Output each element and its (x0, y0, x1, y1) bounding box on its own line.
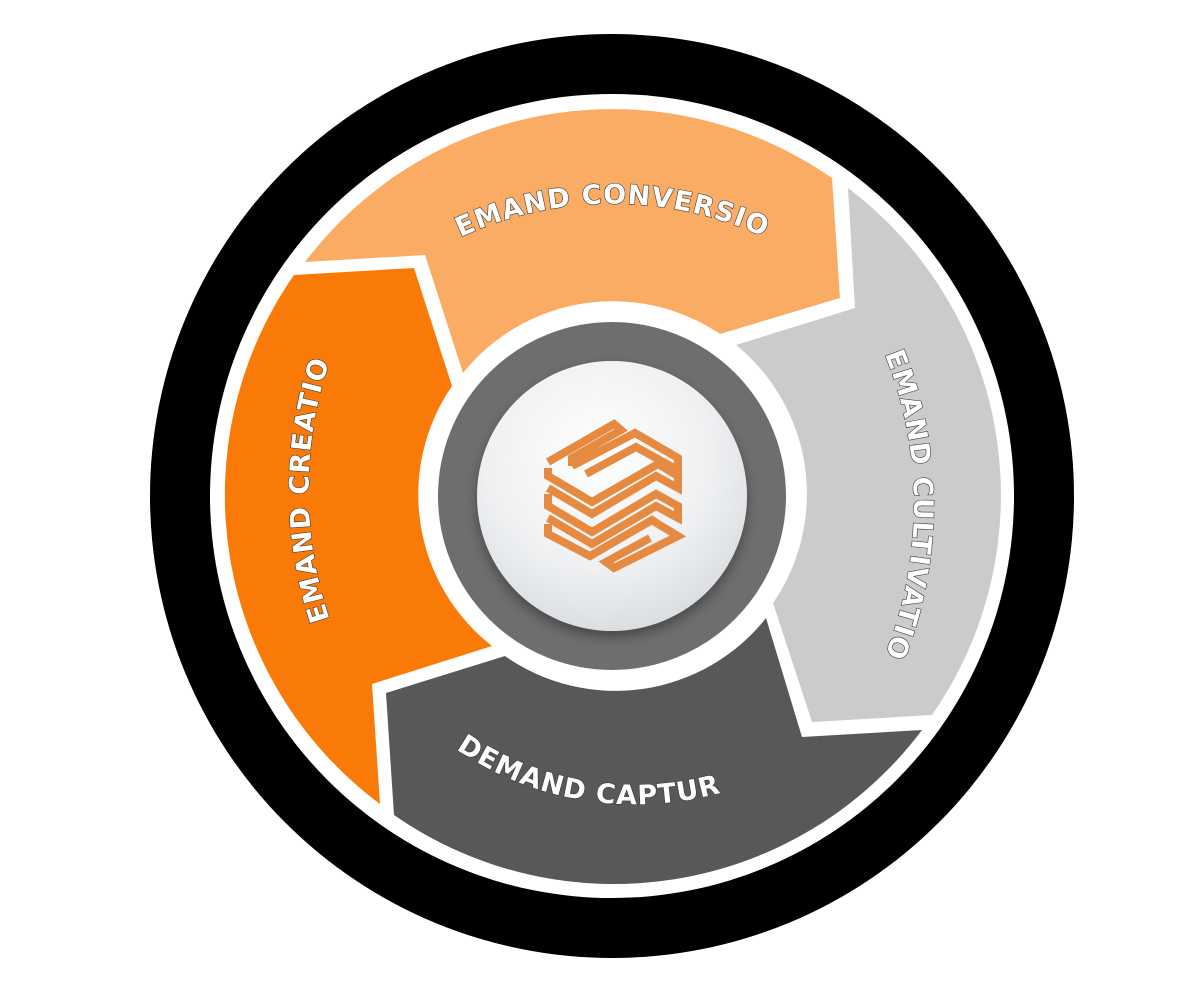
segment-demand-cultivation (736, 188, 1001, 722)
hub-face (477, 361, 747, 631)
segment-demand-creation (224, 268, 493, 804)
segment-demand-conversion (305, 109, 840, 374)
stacked-chevron-logo-icon (544, 419, 687, 573)
segment-demand-capture (386, 618, 922, 885)
